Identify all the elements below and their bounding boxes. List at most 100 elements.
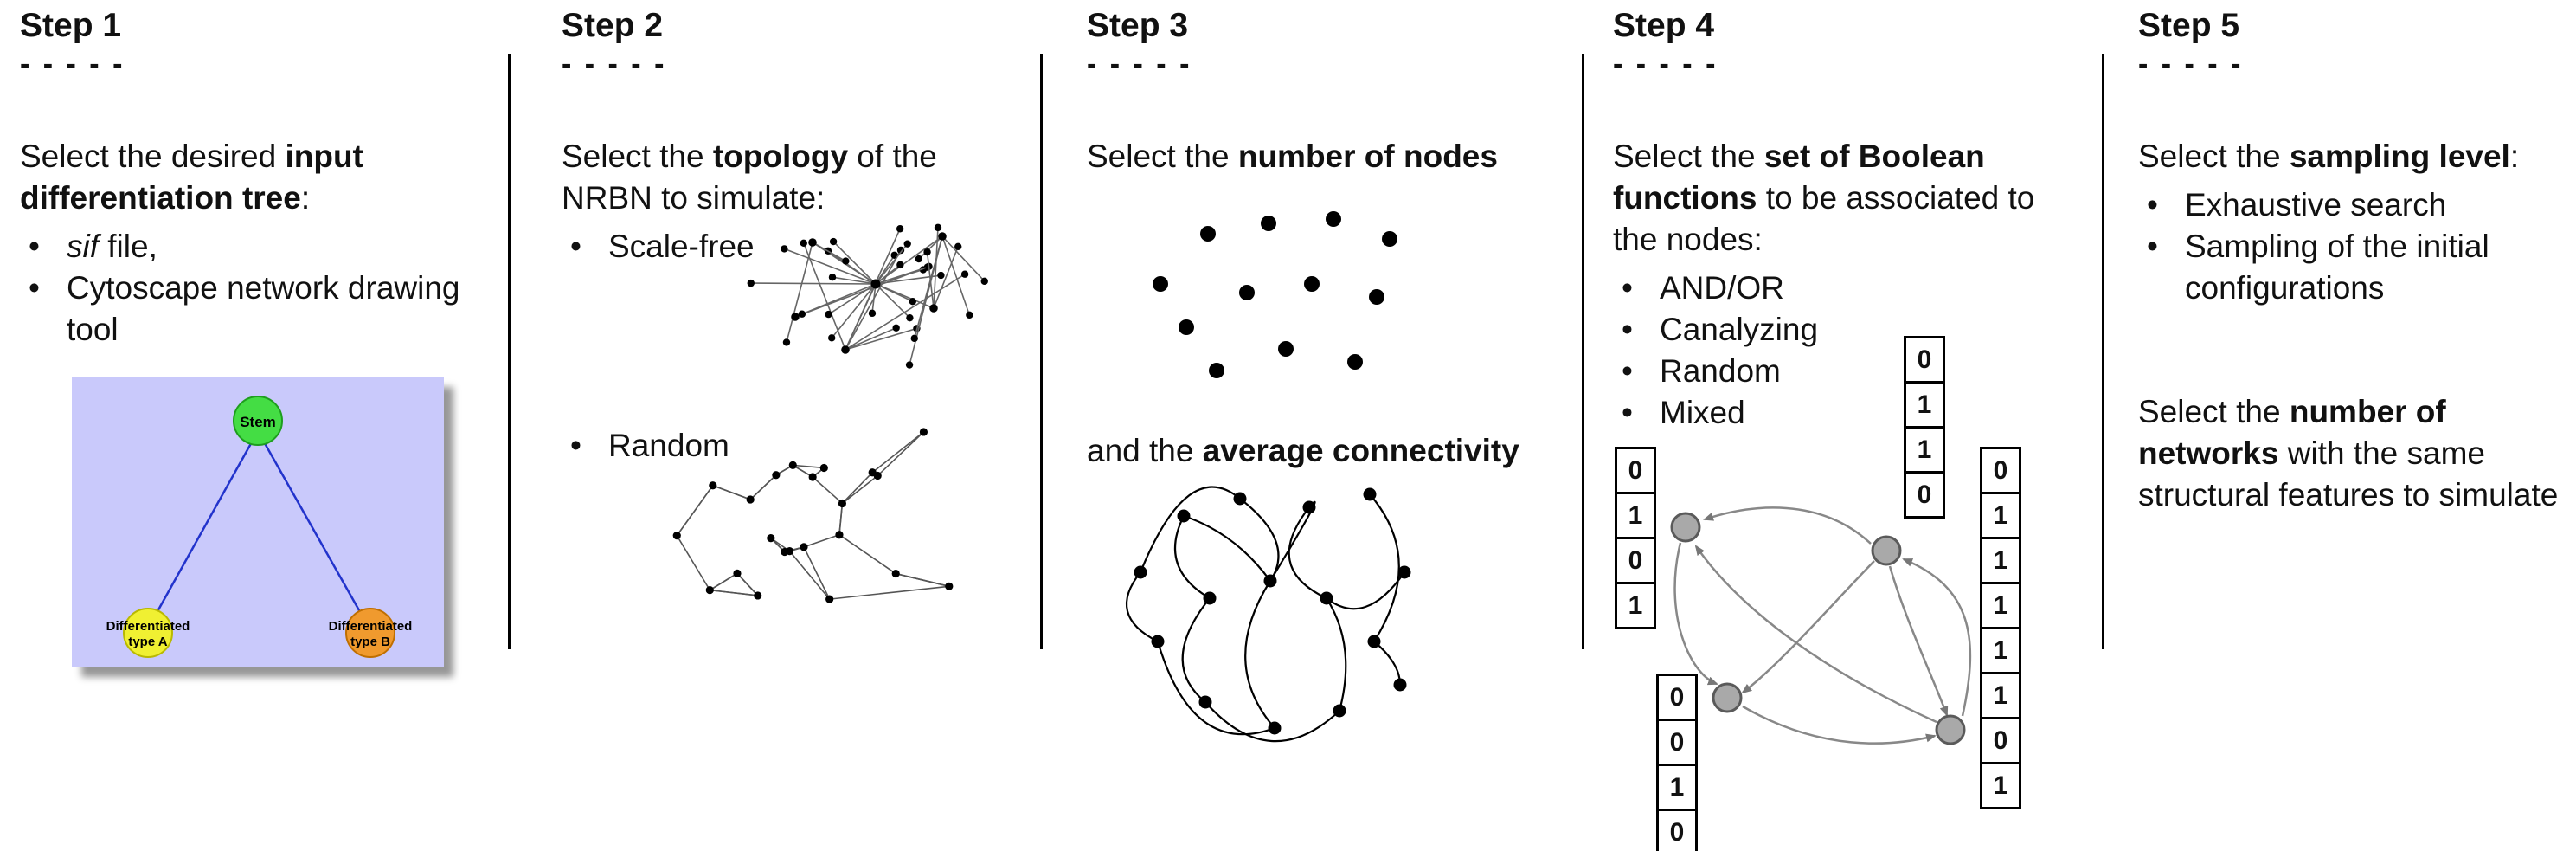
step-3-instruction: Select the number of nodes [1087, 136, 1576, 177]
nodes-dots-graphic [1153, 211, 1397, 378]
step-5-title: Step 5 [2138, 7, 2240, 44]
step-4-bullet-list: AND/OR Canalyzing Random Mixed [1613, 268, 2087, 434]
step-1-dashes: - - - - - [20, 47, 125, 81]
truth-table-cell: 1 [1980, 672, 2021, 719]
step-1-instruction: Select the desired input differentiation… [20, 136, 487, 219]
bullet-text: Random [608, 427, 729, 463]
arrow [1703, 506, 1872, 545]
instruction-text: and the [1087, 432, 1203, 468]
instruction-text: Select the desired [20, 138, 286, 174]
instruction-text: with the same structural features to sim… [2138, 435, 2559, 513]
instruction-text: : [2509, 138, 2520, 174]
step-1-title: Step 1 [20, 7, 122, 44]
bullet-item: Scale-free [562, 226, 1012, 268]
node-b-label: Differentiated [329, 619, 413, 634]
truth-table-bottom: 0 0 1 0 [1656, 674, 1698, 851]
truth-table-cell: 0 [1980, 447, 2021, 494]
instruction-text: : [300, 179, 311, 216]
bullet-text: Mixed [1660, 394, 1745, 430]
scale-free-network-graphic [747, 223, 988, 369]
tree-edge [146, 430, 260, 629]
arrow [1888, 565, 1949, 717]
tree-edge [256, 430, 372, 631]
truth-table-cell: 1 [1904, 426, 1945, 474]
instruction-text: Select the [2138, 138, 2290, 174]
boolean-network-graphic [1670, 506, 1972, 745]
step-3-dashes: - - - - - [1087, 47, 1192, 81]
truth-table-cell: 0 [1656, 674, 1698, 721]
bullet-item: sif file, [20, 226, 487, 268]
network-node [1935, 714, 1966, 745]
column-divider [1582, 54, 1584, 649]
truth-table-cell: 1 [1980, 582, 2021, 629]
instruction-text: Select the [562, 138, 713, 174]
truth-table-cell: 0 [1615, 537, 1656, 584]
bullet-item: Mixed [1613, 392, 2087, 434]
truth-table-cell: 1 [1904, 381, 1945, 429]
connectivity-network-graphic [1126, 486, 1411, 743]
step-2-dashes: - - - - - [562, 47, 667, 81]
differentiation-tree-graphic: Stem Differentiated type A Differentiate… [72, 377, 444, 667]
bullet-text: Exhaustive search [2185, 186, 2447, 222]
bullet-item: Exhaustive search [2138, 184, 2576, 226]
step-4-dashes: - - - - - [1613, 47, 1718, 81]
step-5-column: Step 5 - - - - - Select the sampling lev… [2138, 7, 2576, 851]
node-a-label: type A [128, 635, 167, 649]
truth-table-cell: 1 [1980, 627, 2021, 674]
stem-node [233, 396, 283, 446]
step-4-instruction: Select the set of Boolean functions to b… [1613, 136, 2087, 261]
step-2-title: Step 2 [562, 7, 664, 44]
instruction-text: Select the [1613, 138, 1764, 174]
truth-table-cell: 0 [1980, 717, 2021, 764]
bullet-italic-text: sif [67, 228, 99, 264]
bullet-item: Sampling of the initial configurations [2138, 226, 2576, 309]
bullet-item: AND/OR [1613, 268, 2087, 309]
step-2-column: Step 2 - - - - - Select the topology of … [562, 7, 1012, 851]
arrow [1694, 545, 1937, 724]
truth-table-left: 0 1 0 1 [1615, 447, 1656, 629]
step-5-instruction-2: Select the number of networks with the s… [2138, 391, 2576, 516]
truth-table-cell: 0 [1615, 447, 1656, 494]
bullet-text: Scale-free [608, 228, 755, 264]
differentiated-type-a-node [123, 608, 173, 658]
step-2-bullet-list: Scale-free Random [562, 226, 1012, 467]
step-4-column: Step 4 - - - - - Select the set of Boole… [1613, 7, 2087, 851]
step-1-bullet-list: sif file, Cytoscape network drawing tool [20, 226, 487, 351]
truth-table-right: 0 1 1 1 1 1 0 1 [1980, 447, 2021, 809]
step-5-bullet-list: Exhaustive search Sampling of the initia… [2138, 184, 2576, 309]
tree-svg: Stem Differentiated type A Differentiate… [106, 396, 413, 658]
boolean-functions-figure: 0 1 1 0 0 1 0 1 0 1 1 1 1 1 0 1 [1613, 334, 2095, 851]
bullet-text: AND/OR [1660, 269, 1784, 306]
node-a-label: Differentiated [106, 619, 190, 634]
bullet-text: Random [1660, 352, 1781, 389]
truth-table-cell: 0 [1656, 719, 1698, 766]
bullet-text: Sampling of the initial configurations [2185, 228, 2489, 306]
instruction-bold-text: topology [712, 138, 849, 174]
bullet-item: Random [562, 425, 1012, 467]
truth-table-cell: 1 [1615, 492, 1656, 539]
differentiated-type-b-node [345, 608, 395, 658]
instruction-bold-text: set of Boolean functions [1613, 138, 1985, 216]
network-arrows [1673, 506, 1972, 745]
truth-table-cell: 0 [1904, 336, 1945, 384]
truth-table-cell: 1 [1980, 492, 2021, 539]
random-network-graphic [672, 428, 954, 603]
truth-table-cell: 1 [1980, 762, 2021, 809]
arrow [1902, 558, 1972, 717]
instruction-text: to be associated to the nodes: [1613, 179, 2035, 257]
node-b-label: type B [350, 635, 390, 649]
instruction-bold-text: average connectivity [1202, 432, 1519, 468]
step-2-instruction: Select the topology of the NRBN to simul… [562, 136, 1012, 219]
step-5-dashes: - - - - - [2138, 47, 2244, 81]
arrow [1742, 705, 1937, 745]
column-divider [2102, 54, 2104, 649]
truth-table-cell: 0 [1656, 809, 1698, 851]
truth-table-cell: 1 [1615, 582, 1656, 629]
instruction-bold-text: number of networks [2138, 393, 2446, 471]
column-divider [508, 54, 511, 649]
truth-table-top: 0 1 1 0 [1904, 336, 1945, 519]
step-3-column: Step 3 - - - - - Select the number of no… [1087, 7, 1576, 851]
arrow [1741, 560, 1875, 694]
instruction-bold-text: sampling level [2289, 138, 2510, 174]
